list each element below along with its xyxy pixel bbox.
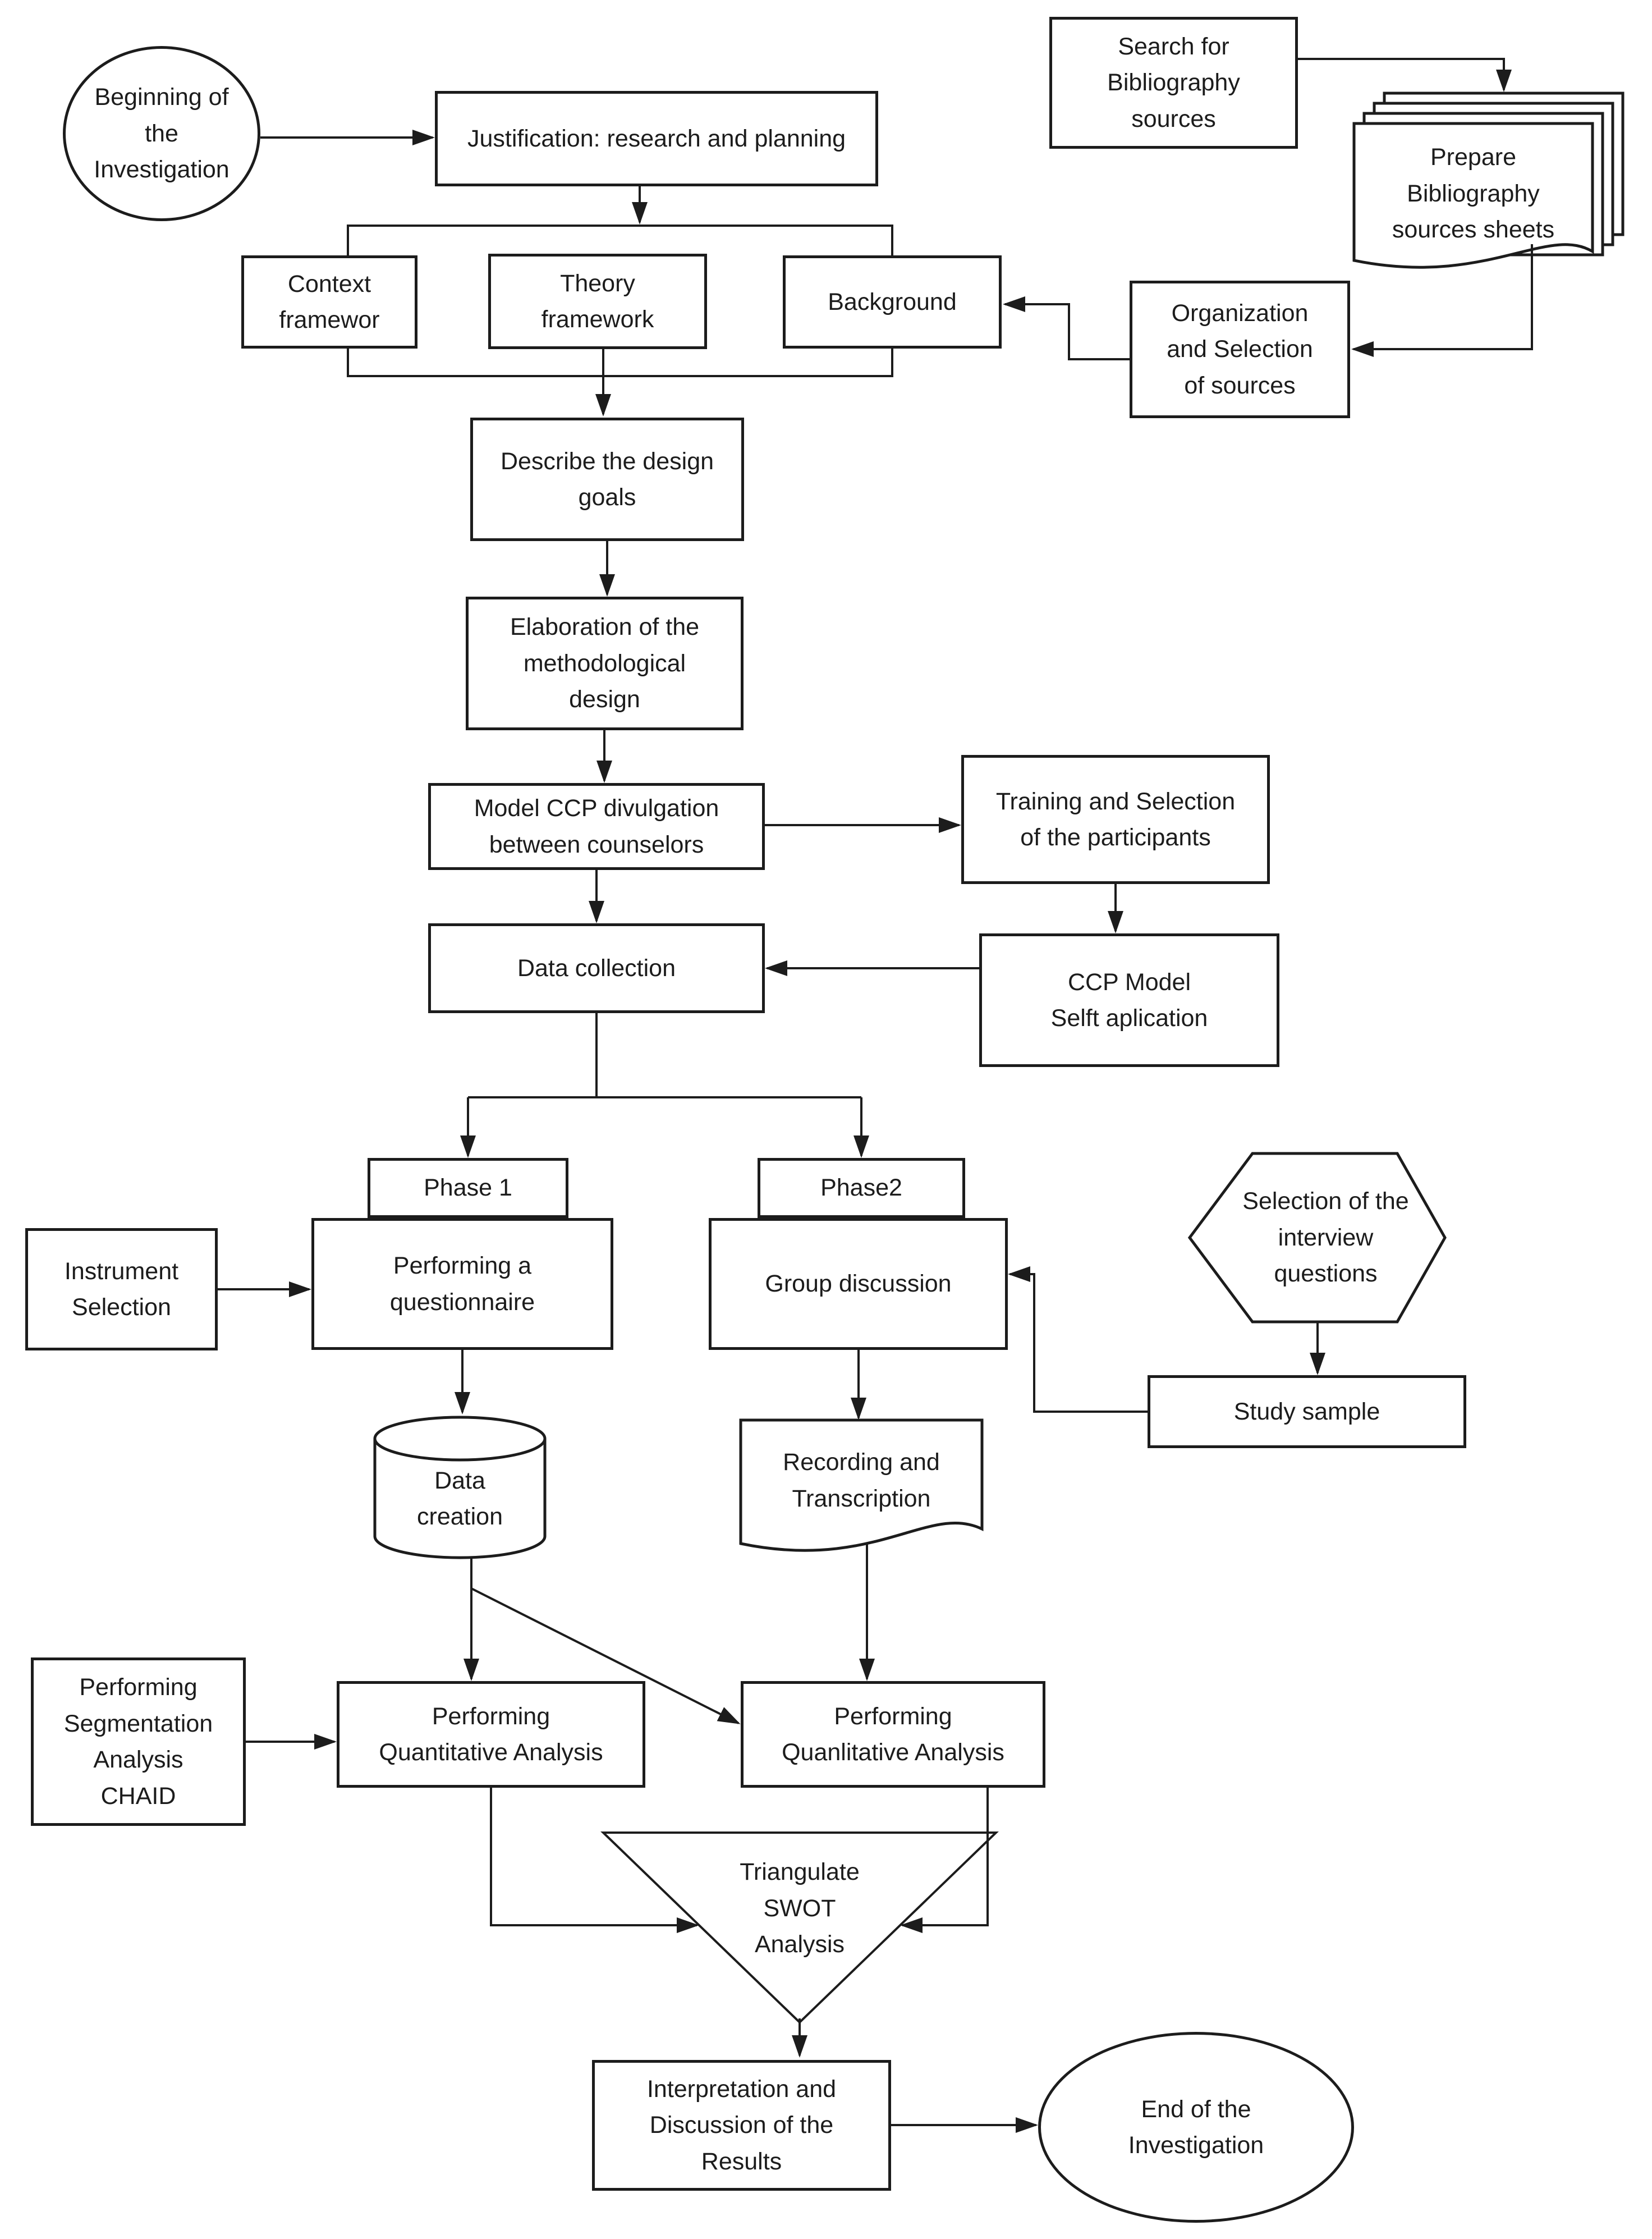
node-qualitative-analysis: Performing Quanlitative Analysis [741,1681,1045,1788]
arrow-datacreation-to-qualitative [471,1587,741,1724]
node-justification: Justification: research and planning [435,91,878,186]
bracket-frameworks-top [347,225,893,255]
node-study-sample: Study sample [1148,1375,1466,1448]
cylinder-body [373,1439,547,1559]
node-phase1-tab: Phase 1 [368,1158,568,1218]
node-performing-questionnaire: Performing a questionnaire [311,1218,613,1350]
node-context-framework: Context framewor [241,255,417,349]
arrow-quantitative-to-swot [490,1788,699,1933]
arrow-search-to-sheets [1298,58,1512,92]
node-phase2-tab: Phase2 [758,1158,965,1218]
node-background: Background [783,255,1002,349]
document-prepare-sheets [1352,122,1594,269]
node-interpretation-results: Interpretation and Discussion of the Res… [592,2060,891,2191]
cylinder-top [373,1416,547,1462]
node-training-selection: Training and Selection of the participan… [961,755,1270,884]
arrow-qualitative-to-swot [900,1788,989,1933]
node-elaboration: Elaboration of the methodological design [466,597,744,730]
arrow-studysample-to-groupdiscussion [1008,1266,1148,1413]
node-begin: Beginning of the Investigation [63,46,260,221]
arrow-organization-to-background [1003,296,1130,360]
triangle-swot [600,1832,999,2024]
node-instrument-selection: Instrument Selection [25,1228,218,1350]
arrow-sheets-to-organization [1351,244,1533,357]
node-segmentation-chaid: Performing Segmentation Analysis CHAID [31,1657,246,1826]
node-quantitative-analysis: Performing Quantitative Analysis [337,1681,645,1788]
node-end: End of the Investigation [1038,2032,1354,2223]
node-model-ccp: Model CCP divulgation between counselors [428,783,765,870]
node-organization-selection: Organization and Selection of sources [1130,281,1350,418]
hexagon-interview-questions [1187,1152,1447,1324]
node-group-discussion: Group discussion [709,1218,1008,1350]
node-ccp-self-application: CCP Model Selft aplication [979,933,1279,1067]
node-data-collection: Data collection [428,923,765,1013]
document-recording [739,1418,984,1552]
node-search-bibliography: Search for Bibliography sources [1049,17,1298,149]
node-theory-framework: Theory framework [488,254,707,349]
node-describe-goals: Describe the design goals [470,418,744,541]
bracket-frameworks-bottom [347,349,893,377]
